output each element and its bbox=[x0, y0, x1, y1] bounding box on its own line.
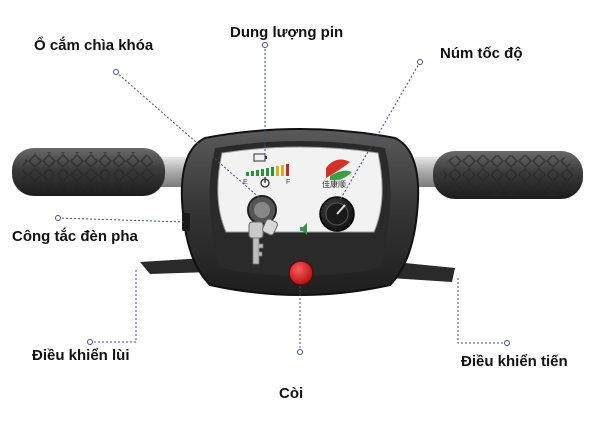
reverse-lever[interactable] bbox=[140, 258, 210, 274]
label-speed-knob: Núm tốc độ bbox=[440, 45, 523, 62]
key-socket[interactable] bbox=[247, 195, 277, 225]
label-key-socket: Ổ cắm chìa khóa bbox=[34, 37, 154, 54]
label-horn: Còi bbox=[279, 385, 304, 402]
label-headlight-switch: Công tắc đèn pha bbox=[12, 228, 138, 245]
leader-dots bbox=[55, 42, 510, 355]
gauge-segment bbox=[246, 172, 249, 176]
speed-knob[interactable] bbox=[319, 196, 355, 232]
forward-lever[interactable] bbox=[390, 262, 455, 282]
horn-button[interactable] bbox=[288, 260, 314, 286]
gauge-segment bbox=[276, 166, 279, 176]
brand-text: 佳康顺 bbox=[322, 179, 346, 189]
speaker-icon bbox=[300, 223, 307, 235]
leader-key-socket bbox=[115, 71, 263, 201]
key-icon bbox=[248, 218, 278, 265]
control-panel bbox=[217, 146, 383, 233]
right-grip bbox=[433, 151, 583, 199]
battery-gauge: E F bbox=[243, 153, 290, 186]
label-forward-control: Điều khiển tiến bbox=[461, 353, 568, 370]
power-icon bbox=[260, 177, 270, 188]
leader-headlight bbox=[57, 217, 185, 223]
leader-reverse bbox=[90, 268, 137, 343]
gauge-segment bbox=[281, 165, 284, 176]
headlight-switch[interactable] bbox=[182, 213, 190, 231]
label-reverse-control: Điều khiển lùi bbox=[32, 347, 130, 364]
left-grip bbox=[12, 148, 165, 196]
gauge-empty-label: E bbox=[243, 179, 248, 186]
gauge-full-label: F bbox=[286, 179, 290, 186]
label-battery: Dung lượng pin bbox=[230, 24, 344, 41]
gauge-segment bbox=[266, 168, 269, 176]
leader-forward bbox=[457, 278, 507, 344]
gauge-segment bbox=[271, 167, 274, 176]
gauge-segment bbox=[286, 164, 289, 176]
gauge-segment bbox=[256, 170, 259, 176]
leader-speed bbox=[339, 61, 421, 201]
gauge-segment bbox=[251, 171, 254, 176]
leader-lines bbox=[57, 45, 507, 352]
brand-logo: 佳康顺 bbox=[322, 159, 352, 189]
gauge-segment bbox=[261, 169, 264, 176]
